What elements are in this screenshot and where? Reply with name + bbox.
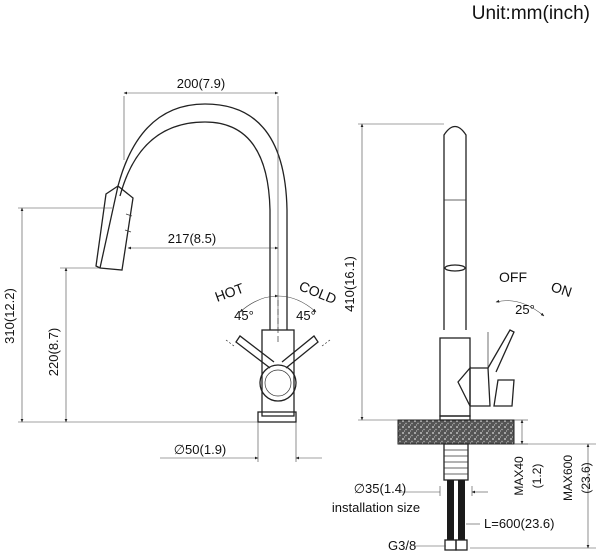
side-aerator [444, 264, 466, 272]
spout-outer [99, 103, 288, 330]
max-length-line1: MAX600 [561, 455, 575, 501]
front-view: 200(7.9) 217(8.5) 310(12.2) 220(8.7) ∅50… [2, 76, 339, 462]
max-deck-line2: (1.2) [530, 464, 544, 489]
hot-angle-label: 45° [234, 308, 254, 323]
hot-label: HOT [213, 280, 247, 305]
hose-length-label: L=600(23.6) [484, 516, 554, 531]
cold-angle-label: 45° [296, 308, 316, 323]
spout-reach-label: 200(7.9) [177, 76, 225, 91]
base-plate [257, 411, 297, 423]
spout-inner [119, 121, 271, 330]
cold-lever [281, 335, 319, 369]
on-label: ON [549, 278, 574, 300]
side-spout [443, 125, 467, 330]
max-deck-line1: MAX40 [512, 456, 526, 496]
side-view: 410(16.1) OFF ON 25° MAX40 (1.2) MAX600 … [332, 123, 596, 553]
aerator-reach-label: 217(8.5) [168, 231, 216, 246]
hose-right [458, 480, 465, 540]
hose-left [447, 480, 454, 540]
faucet-body [261, 329, 295, 417]
lever-angle-label: 25° [515, 302, 535, 317]
installation-size-label: installation size [332, 500, 420, 515]
thread-label: G3/8 [388, 538, 416, 553]
max-length-line2: (23.6) [579, 462, 593, 493]
countertop [397, 419, 515, 445]
side-lever [487, 329, 515, 373]
unit-label: Unit:mm(inch) [472, 3, 590, 24]
total-height-label: 310(12.2) [2, 288, 17, 344]
side-body [439, 337, 471, 417]
valve-knob [259, 364, 297, 402]
base-diameter-label: ∅50(1.9) [174, 442, 227, 457]
hot-lever [235, 335, 275, 369]
aerator-height-label: 220(8.7) [46, 328, 61, 376]
hole-size-label: ∅35(1.4) [354, 481, 407, 496]
spray-head [95, 185, 134, 271]
off-label: OFF [499, 269, 527, 285]
side-height-label: 410(16.1) [342, 256, 357, 312]
